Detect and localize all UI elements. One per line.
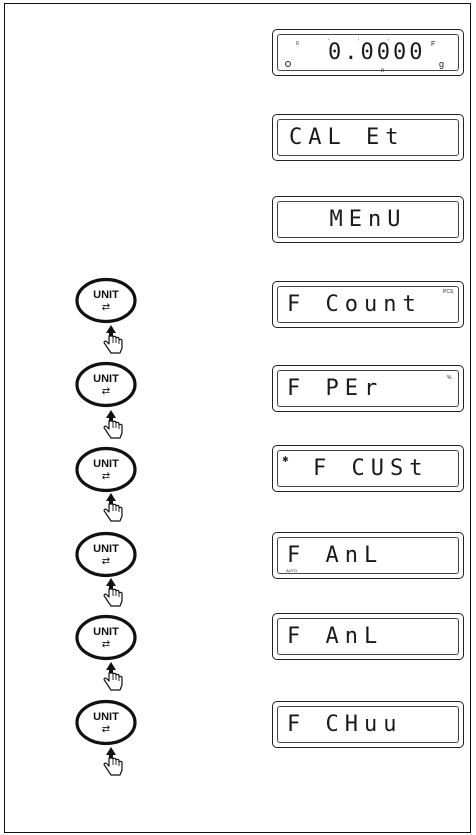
lcd-weight-display: 0 ' ' ' F 0.0000 g n [272, 29, 464, 76]
hand-press-icon [103, 410, 123, 439]
lcd-animal-auto-display: F AnL AUTO [272, 532, 464, 579]
lcd-percent-display: F PEr % [272, 365, 464, 412]
lcd-custom-display: ✱ F CUSt [272, 445, 464, 492]
lcd-menu-display: MEnU [272, 196, 464, 243]
hand-press-icon [103, 578, 123, 607]
unit-button-icon: UNIT ⇄ [75, 614, 137, 661]
unit-button-icon: UNIT ⇄ [75, 361, 137, 408]
lcd-text: F Count [287, 291, 422, 317]
lcd-text: F AnL [287, 623, 384, 649]
svg-text:⇄: ⇄ [102, 724, 110, 735]
custom-symbol-icon: ✱ [282, 455, 289, 464]
lcd-check-display: F CHuu [272, 701, 464, 748]
svg-text:⇄: ⇄ [102, 556, 110, 567]
hand-press-icon [103, 325, 123, 354]
unit-button-icon: UNIT ⇄ [75, 277, 137, 324]
lcd-count-display: F Count PCS [272, 281, 464, 328]
hand-press-icon [103, 493, 123, 522]
auto-indicator: AUTO [286, 568, 298, 573]
svg-text:UNIT: UNIT [93, 543, 119, 555]
lcd-text: F PEr [287, 375, 384, 401]
lcd-text: F CHuu [287, 711, 403, 737]
percent-indicator: % [447, 375, 452, 381]
tick-mark: ' [328, 39, 329, 45]
svg-text:⇄: ⇄ [102, 471, 110, 482]
svg-text:UNIT: UNIT [93, 711, 119, 723]
lcd-text: F AnL [287, 542, 384, 568]
unit-button-icon: UNIT ⇄ [75, 446, 137, 493]
svg-text:UNIT: UNIT [93, 373, 119, 385]
unit-indicator: g [439, 59, 445, 69]
tick-mark: ' [388, 39, 389, 45]
svg-text:UNIT: UNIT [93, 626, 119, 638]
tick-mark: ' [358, 39, 359, 45]
lcd-animal-display: F AnL [272, 613, 464, 660]
svg-text:UNIT: UNIT [93, 458, 119, 470]
lcd-text: CAL Et [289, 124, 405, 150]
hand-press-icon [103, 747, 123, 776]
full-indicator: F [431, 41, 436, 48]
stable-circle-icon [285, 61, 291, 67]
svg-text:⇄: ⇄ [102, 386, 110, 397]
hand-press-icon [103, 662, 123, 691]
svg-text:⇄: ⇄ [102, 639, 110, 650]
lcd-text: 0.0000 [328, 39, 426, 65]
lcd-text: F CUSt [313, 455, 429, 481]
lcd-text: MEnU [329, 206, 407, 232]
instruction-figure: 0 ' ' ' F 0.0000 g n CAL Et MEnU F Count… [4, 3, 471, 833]
stable-indicator: n [381, 68, 385, 74]
pcs-indicator: PCS [443, 289, 454, 295]
unit-button-icon: UNIT ⇄ [75, 699, 137, 746]
unit-button-icon: UNIT ⇄ [75, 531, 137, 578]
svg-text:UNIT: UNIT [93, 289, 119, 301]
svg-text:⇄: ⇄ [102, 302, 110, 313]
lcd-cal-display: CAL Et [272, 114, 464, 161]
zero-indicator: 0 [296, 41, 299, 47]
